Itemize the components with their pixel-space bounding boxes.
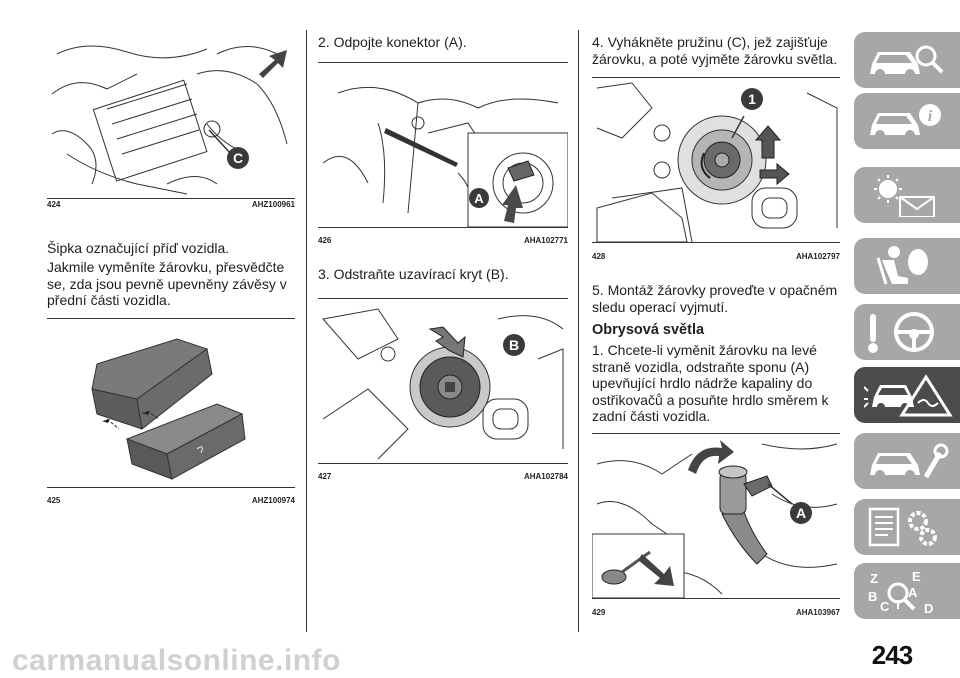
callout-c	[227, 147, 249, 169]
section-heading: Obrysová světla	[592, 322, 705, 338]
index-letter: C	[880, 599, 890, 613]
closure-cover-illustration: B	[322, 308, 564, 460]
index-letter: B	[868, 589, 877, 604]
tab-warning-lights[interactable]	[854, 167, 960, 223]
index-letter: D	[924, 601, 933, 613]
page-number: 243	[871, 640, 913, 670]
col2-step-2: 2. Odpojte konektor (A).	[318, 34, 467, 50]
figure-number: 428	[592, 252, 606, 261]
col3-step-4: 4. Vyhákněte pružinu (C), jež zajišťuje …	[592, 34, 838, 67]
svg-text:i: i	[928, 108, 933, 125]
alphabetical-index-icon: Z E B A C T D	[868, 569, 933, 613]
caption-428: 428 AHA102797	[592, 252, 840, 261]
engine-bay-illustration: C	[51, 45, 288, 195]
front-direction-arrow	[259, 50, 287, 78]
caption-425: 425 AHZ100974	[47, 496, 295, 505]
caption-427: 427 AHA102784	[318, 472, 568, 481]
figure-429: A	[592, 433, 840, 599]
figure-code: AHA103967	[795, 608, 840, 617]
col1-paragraph-1: Šipka označující příď vozidla.	[47, 240, 230, 256]
watermark: carmanualsonline.info	[12, 644, 341, 677]
col3-step-5: 5. Montáž žárovky proveďte v opačném sle…	[592, 282, 838, 315]
figure-code: AHZ100961	[251, 200, 295, 209]
figure-427: B	[318, 298, 568, 464]
figure-number: 425	[47, 496, 61, 505]
figure-code: AHA102771	[523, 236, 568, 245]
figure-code: AHA102784	[523, 472, 568, 481]
tab-in-an-emergency[interactable]	[854, 367, 960, 423]
callout-b-label: B	[509, 337, 519, 353]
seat-airbag-icon	[876, 246, 928, 285]
bulb-spring-illustration: 1	[596, 82, 838, 242]
callout-1-label: 1	[748, 91, 756, 107]
caption-429: 429 AHA103967	[592, 608, 840, 617]
callout-a	[790, 502, 812, 524]
tab-safety[interactable]	[854, 238, 960, 294]
tab-index[interactable]: Z E B A C T D	[854, 563, 960, 619]
callout-a-label: A	[796, 505, 806, 521]
index-letter: A	[908, 585, 918, 600]
callout-a	[469, 188, 489, 208]
caption-426: 426 AHA102771	[318, 236, 568, 245]
figure-number: 424	[47, 200, 61, 209]
figure-425	[47, 318, 295, 488]
car-breakdown-warning-icon	[864, 374, 953, 417]
figure-code: AHA102797	[795, 252, 840, 261]
index-letter: Z	[870, 571, 878, 586]
callout-c-label: C	[233, 150, 243, 166]
figure-code: AHZ100974	[251, 496, 295, 505]
headlamp-connector-illustration: A	[322, 86, 568, 227]
car-info-search-icon	[870, 45, 944, 79]
warning-light-message-icon	[874, 175, 935, 217]
detail-inset	[592, 533, 685, 598]
callout-a-label: A	[474, 191, 484, 206]
figure-426: A	[318, 62, 568, 228]
column-separator-1	[306, 30, 307, 632]
col3-step-1: 1. Chcete-li vyměnit žárovku na levé str…	[592, 342, 829, 424]
tab-technical-specifications[interactable]	[854, 499, 960, 555]
callout-1	[741, 88, 763, 110]
figure-number: 426	[318, 236, 332, 245]
index-letter: E	[912, 569, 921, 584]
figure-number: 429	[592, 608, 606, 617]
washer-neck-illustration: A	[592, 440, 838, 598]
car-info-icon: i	[870, 104, 941, 140]
steering-wheel-key-icon	[868, 312, 934, 353]
caption-424: 424 AHZ100961	[47, 200, 295, 209]
col1-paragraph-2: Jakmile vyměníte žárovku, přesvědčte se,…	[47, 259, 287, 308]
tab-maintenance-care[interactable]	[854, 433, 960, 489]
callout-b	[503, 334, 525, 356]
car-maintenance-wrench-icon	[870, 443, 949, 480]
tab-vehicle-knowledge[interactable]	[854, 32, 960, 88]
tab-dashboard[interactable]: i	[854, 93, 960, 149]
figure-424: C	[47, 34, 295, 199]
figure-428: 1	[592, 77, 840, 243]
specifications-gear-icon	[868, 507, 937, 547]
column-separator-2	[578, 30, 579, 632]
index-letter: T	[894, 597, 902, 612]
tab-starting-driving[interactable]	[854, 304, 960, 360]
fuse-box-cover-illustration	[91, 338, 246, 480]
col2-step-3: 3. Odstraňte uzavírací kryt (B).	[318, 266, 509, 282]
figure-number: 427	[318, 472, 332, 481]
